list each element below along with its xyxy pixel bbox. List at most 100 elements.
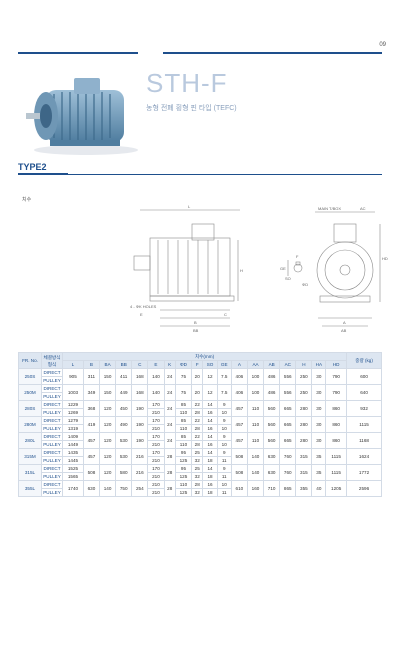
table-cell: 30: [311, 432, 327, 449]
table-cell: 110: [174, 480, 193, 489]
header-col: H: [295, 360, 313, 369]
table-cell: 75: [174, 368, 193, 385]
table-cell: 170: [147, 400, 165, 409]
table-cell: 28: [163, 480, 176, 497]
dimension-drawings: L 4 - ΦK HOLES B BB C E H GE F ΦD SO MAI…: [130, 204, 388, 333]
table-cell: 665: [279, 416, 297, 433]
table-cell: 18: [202, 456, 218, 465]
table-cell: 12: [202, 368, 218, 385]
table-cell: 210: [147, 456, 165, 465]
table-cell: 120: [99, 432, 117, 449]
table-cell: 100: [246, 368, 265, 385]
header-col: GE: [216, 360, 232, 369]
coupling-type: PULLEY: [41, 376, 63, 385]
table-cell: 860: [325, 416, 348, 433]
table-cell: 860: [325, 400, 348, 417]
table-cell: 560: [263, 432, 281, 449]
table-cell: 32: [191, 456, 204, 465]
weight-cell: 932: [346, 400, 382, 417]
table-cell: 1449: [62, 440, 84, 449]
weight-cell: 600: [346, 368, 382, 385]
label-BB: BB: [193, 328, 199, 333]
table-cell: 610: [230, 480, 248, 497]
table-cell: 210: [147, 472, 165, 481]
header-col: HA: [311, 360, 327, 369]
table-cell: 22: [191, 400, 204, 409]
table-cell: 1740: [62, 480, 84, 497]
table-cell: 508: [230, 464, 248, 481]
table-cell: 1319: [62, 424, 84, 433]
table-cell: 457: [230, 432, 248, 449]
table-cell: 140: [147, 368, 165, 385]
table-cell: 20: [191, 384, 204, 401]
header-col: BB: [115, 360, 133, 369]
table-cell: 508: [230, 448, 248, 465]
table-cell: 210: [147, 440, 165, 449]
frame-number: 355L: [18, 480, 42, 497]
table-cell: 630: [82, 480, 101, 497]
label-main-tbox: MAIN T/BOX: [318, 206, 341, 211]
motor-image: [26, 78, 138, 155]
coupling-type: DIRECT: [41, 480, 63, 489]
table-cell: 449: [115, 384, 133, 401]
table-cell: 125: [174, 472, 193, 481]
label-E: E: [140, 312, 143, 317]
table-cell: 140: [99, 480, 117, 497]
table-cell: 110: [174, 424, 193, 433]
table-cell: 9: [216, 464, 232, 473]
table-cell: 10: [216, 408, 232, 417]
table-cell: 16: [202, 440, 218, 449]
table-cell: 450: [115, 400, 133, 417]
table-cell: 1229: [62, 400, 84, 409]
table-cell: 24: [163, 416, 176, 433]
weight-cell: 1115: [346, 416, 382, 433]
table-cell: 790: [325, 384, 348, 401]
label-C: C: [224, 312, 227, 317]
table-cell: 14: [202, 432, 218, 441]
table-cell: 16: [202, 424, 218, 433]
table-cell: 1525: [62, 464, 84, 473]
table-cell: 24: [163, 400, 176, 417]
table-cell: 790: [325, 368, 348, 385]
table-cell: 12: [202, 384, 218, 401]
table-cell: 216: [131, 448, 149, 465]
table-cell: 190: [131, 400, 149, 417]
table-cell: 210: [147, 488, 165, 497]
table-cell: 110: [246, 400, 265, 417]
table-cell: 11: [216, 488, 232, 497]
table-cell: 120: [99, 416, 117, 433]
frame-number: 280M: [18, 416, 42, 433]
table-cell: 95: [174, 464, 193, 473]
coupling-type: PULLEY: [41, 440, 63, 449]
table-cell: 10: [216, 480, 232, 489]
table-cell: 120: [99, 448, 117, 465]
top-rule: [18, 52, 382, 54]
table-cell: 32: [191, 472, 204, 481]
header-col: HD: [325, 360, 348, 369]
table-cell: 1279: [62, 416, 84, 425]
table-cell: 280: [295, 400, 313, 417]
page-title: STH-F: [146, 68, 228, 98]
table-cell: 560: [263, 416, 281, 433]
table-cell: 16: [202, 408, 218, 417]
weight-cell: 1624: [346, 448, 382, 465]
coupling-type: PULLEY: [41, 408, 63, 417]
table-cell: 9: [216, 416, 232, 425]
table-cell: 168: [131, 384, 149, 401]
table-cell: 170: [147, 432, 165, 441]
header-kind: 체결방식 형식: [41, 352, 63, 369]
coupling-type: PULLEY: [41, 472, 63, 481]
table-cell: 11: [216, 456, 232, 465]
table-cell: 311: [82, 368, 101, 385]
table-cell: 210: [147, 424, 165, 433]
table-cell: 530: [115, 432, 133, 449]
table-cell: 24: [163, 384, 176, 401]
table-cell: 14: [202, 416, 218, 425]
table-cell: 120: [99, 400, 117, 417]
table-cell: 250: [295, 384, 313, 401]
table-cell: 110: [174, 440, 193, 449]
table-cell: 1269: [62, 408, 84, 417]
weight-cell: 2596: [346, 480, 382, 497]
table-cell: 1445: [62, 456, 84, 465]
header-col: E: [147, 360, 165, 369]
